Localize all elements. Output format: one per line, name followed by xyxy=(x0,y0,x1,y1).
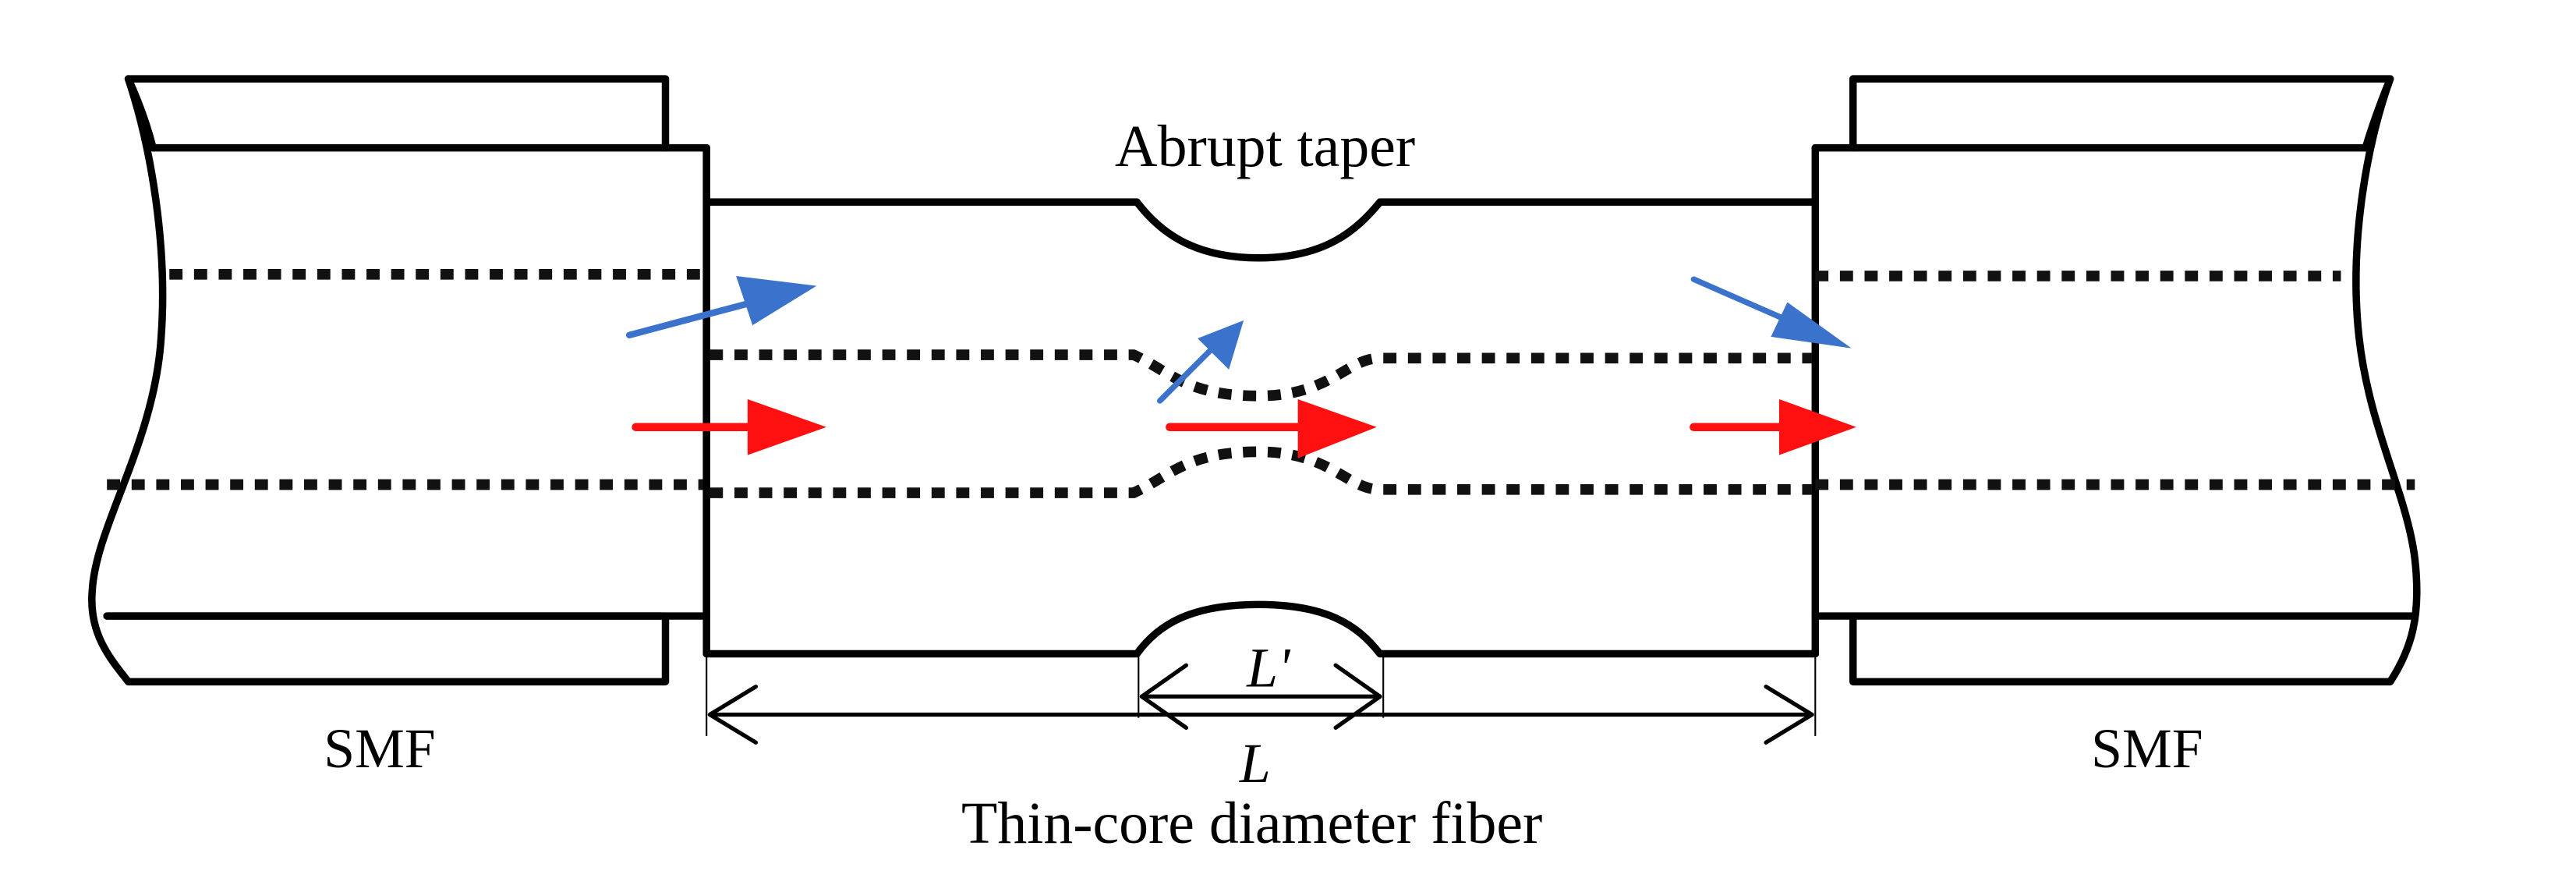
core-mode-arrow xyxy=(632,398,826,455)
thin-core-fiber-bottom-edge xyxy=(702,600,1820,658)
right-smf-top-cladding xyxy=(1849,75,2394,152)
thin-core-fiber xyxy=(702,143,1820,658)
right-smf-label: SMF xyxy=(2091,718,2203,780)
core-mode-arrow xyxy=(1166,398,1377,458)
mode-arrows xyxy=(625,275,1856,458)
right-smf xyxy=(1811,75,2421,686)
dimension-total-length xyxy=(706,657,1817,745)
taper-length-label: L' xyxy=(1246,638,1291,699)
right-smf-body xyxy=(1811,143,2419,620)
left-smf-bottom-cladding xyxy=(103,612,670,686)
cladding-mode-arrow xyxy=(625,275,817,339)
abrupt-taper-label: Abrupt taper xyxy=(1115,114,1415,179)
core-mode-arrow xyxy=(1690,398,1856,455)
left-smf xyxy=(88,75,710,686)
right-smf-bottom-cladding xyxy=(1849,612,2394,686)
left-smf-cut-edge xyxy=(88,75,167,686)
left-smf-top-cladding xyxy=(124,75,670,152)
left-smf-label: SMF xyxy=(324,718,435,780)
right-smf-cut-edge xyxy=(2352,75,2421,686)
total-length-label: L xyxy=(1239,733,1271,795)
thin-core-top-core-line xyxy=(709,349,1813,402)
thin-core-bottom-core-line xyxy=(709,446,1813,498)
cladding-mode-arrow xyxy=(1690,276,1852,349)
left-smf-body xyxy=(103,143,710,620)
cladding-mode-arrow xyxy=(1156,320,1244,404)
dimension-taper-length xyxy=(1138,653,1385,730)
thin-core-fiber-top-edge xyxy=(702,198,1820,262)
thin-core-fiber-label: Thin-core diameter fiber xyxy=(961,791,1542,856)
